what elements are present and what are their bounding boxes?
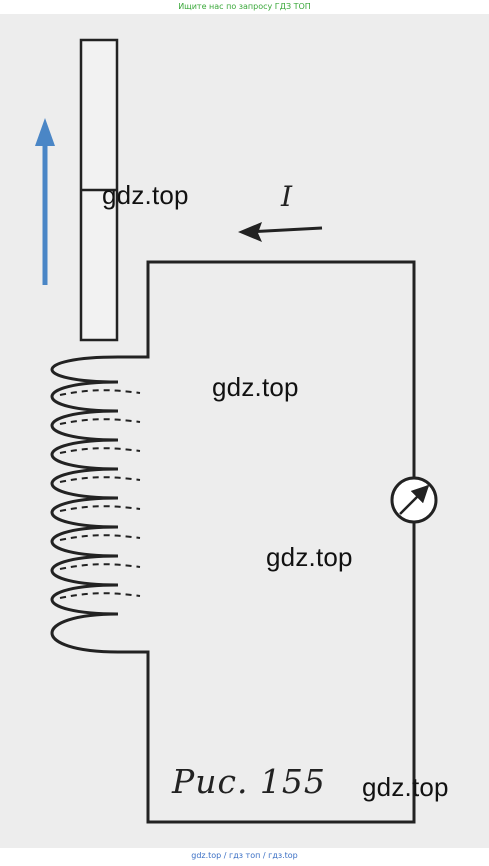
top-banner: Ищите нас по запросу ГДЗ ТОП	[178, 2, 311, 11]
bar-magnet	[79, 38, 119, 342]
watermark: gdz.top	[266, 542, 353, 572]
circuit-wire	[117, 260, 416, 824]
watermark: gdz.top	[102, 180, 189, 210]
watermark: gdz.top	[362, 772, 449, 802]
galvanometer	[390, 476, 438, 524]
coil	[50, 355, 119, 654]
current-arrow	[238, 222, 323, 242]
current-label: I	[281, 180, 293, 213]
watermark: gdz.top	[212, 372, 299, 402]
bottom-banner: gdz.top / гдз топ / гдз.top	[191, 851, 298, 860]
motion-arrow	[35, 118, 55, 285]
figure-caption: Рис. 155	[172, 762, 326, 801]
